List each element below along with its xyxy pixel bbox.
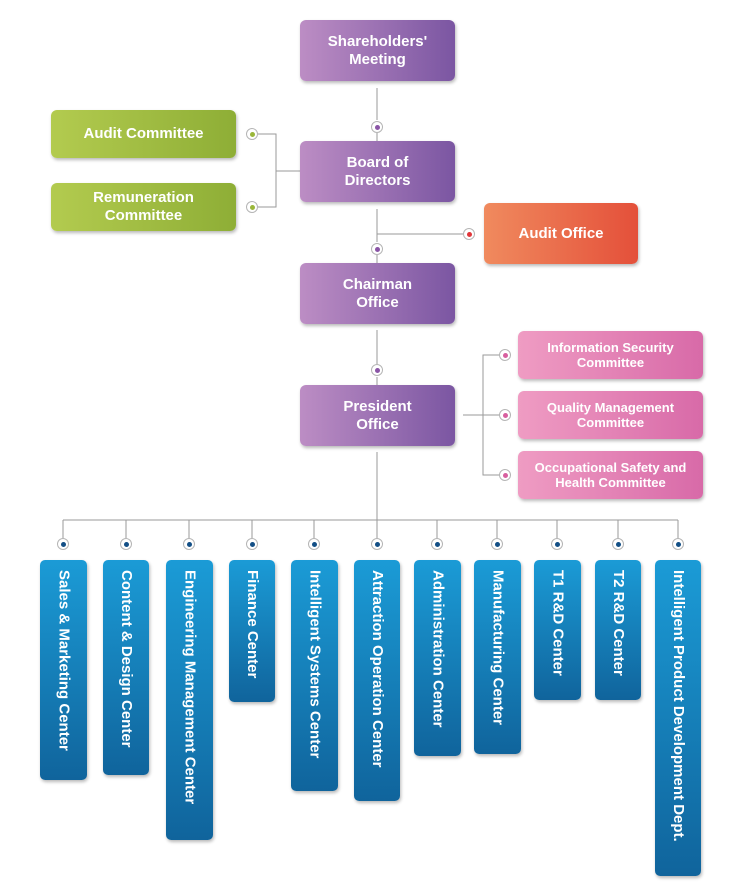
t1-rd-center-box: T1 R&D Center (534, 560, 581, 700)
chairman-office-box: Chairman Office (300, 263, 455, 324)
t1-rd-center-label: T1 R&D Center (549, 570, 567, 676)
connector-dot-board (371, 121, 383, 133)
chairman-office-label: Chairman Office (342, 275, 413, 311)
connector-dot-occupational-safety (499, 469, 511, 481)
intelligent-systems-center-box: Intelligent Systems Center (291, 560, 338, 791)
connector-dot-center (308, 538, 320, 550)
intelligent-product-development-dept-box: Intelligent Product Development Dept. (655, 560, 701, 876)
audit-committee-box: Audit Committee (51, 110, 236, 158)
connector-dot-center (246, 538, 258, 550)
connector-dot-audit-committee (246, 128, 258, 140)
intelligent-systems-center-label: Intelligent Systems Center (306, 570, 324, 759)
president-office-label: President Office (343, 397, 412, 433)
connector-dot-remuneration-committee (246, 201, 258, 213)
connector-dot-president (371, 364, 383, 376)
manufacturing-center-box: Manufacturing Center (474, 560, 521, 754)
content-design-center-label: Content & Design Center (117, 570, 135, 748)
audit-office-label: Audit Office (518, 224, 604, 242)
attraction-operation-center-box: Attraction Operation Center (354, 560, 400, 801)
info-security-committee-label: Information Security Committee (547, 339, 674, 370)
audit-office-box: Audit Office (484, 203, 638, 264)
connector-dot-center (120, 538, 132, 550)
connector-dot-chairman (371, 243, 383, 255)
t2-rd-center-box: T2 R&D Center (595, 560, 641, 700)
sales-marketing-center-box: Sales & Marketing Center (40, 560, 87, 780)
connector-dot-center (612, 538, 624, 550)
manufacturing-center-label: Manufacturing Center (489, 570, 507, 726)
connector-dot-quality-mgmt (499, 409, 511, 421)
connector-dot-info-security (499, 349, 511, 361)
quality-mgmt-committee-label: Quality Management Committee (546, 399, 675, 430)
connector-dot-audit-office (463, 228, 475, 240)
intelligent-product-development-dept-label: Intelligent Product Development Dept. (669, 570, 687, 842)
sales-marketing-center-label: Sales & Marketing Center (55, 570, 73, 751)
occupational-safety-committee-label: Occupational Safety and Health Committee (534, 459, 687, 490)
board-of-directors-box: Board of Directors (300, 141, 455, 202)
board-of-directors-label: Board of Directors (344, 153, 411, 189)
shareholders-meeting-box: Shareholders' Meeting (300, 20, 455, 81)
connector-dot-center (551, 538, 563, 550)
connector-dot-center (183, 538, 195, 550)
connector-dot-center (57, 538, 69, 550)
administration-center-box: Administration Center (414, 560, 461, 756)
info-security-committee-box: Information Security Committee (518, 331, 703, 379)
occupational-safety-committee-box: Occupational Safety and Health Committee (518, 451, 703, 499)
shareholders-meeting-label: Shareholders' Meeting (327, 32, 428, 68)
t2-rd-center-label: T2 R&D Center (609, 570, 627, 676)
finance-center-box: Finance Center (229, 560, 275, 702)
finance-center-label: Finance Center (243, 570, 261, 679)
connector-dot-center (672, 538, 684, 550)
president-office-box: President Office (300, 385, 455, 446)
connector-dot-center (371, 538, 383, 550)
remuneration-committee-box: Remuneration Committee (51, 183, 236, 231)
administration-center-label: Administration Center (429, 570, 447, 728)
engineering-management-center-label: Engineering Management Center (181, 570, 199, 805)
audit-committee-label: Audit Committee (83, 125, 204, 143)
remuneration-committee-label: Remuneration Committee (93, 189, 194, 224)
connector-dot-center (491, 538, 503, 550)
quality-mgmt-committee-box: Quality Management Committee (518, 391, 703, 439)
content-design-center-box: Content & Design Center (103, 560, 149, 775)
connector-dot-center (431, 538, 443, 550)
attraction-operation-center-label: Attraction Operation Center (368, 570, 386, 768)
engineering-management-center-box: Engineering Management Center (166, 560, 213, 840)
